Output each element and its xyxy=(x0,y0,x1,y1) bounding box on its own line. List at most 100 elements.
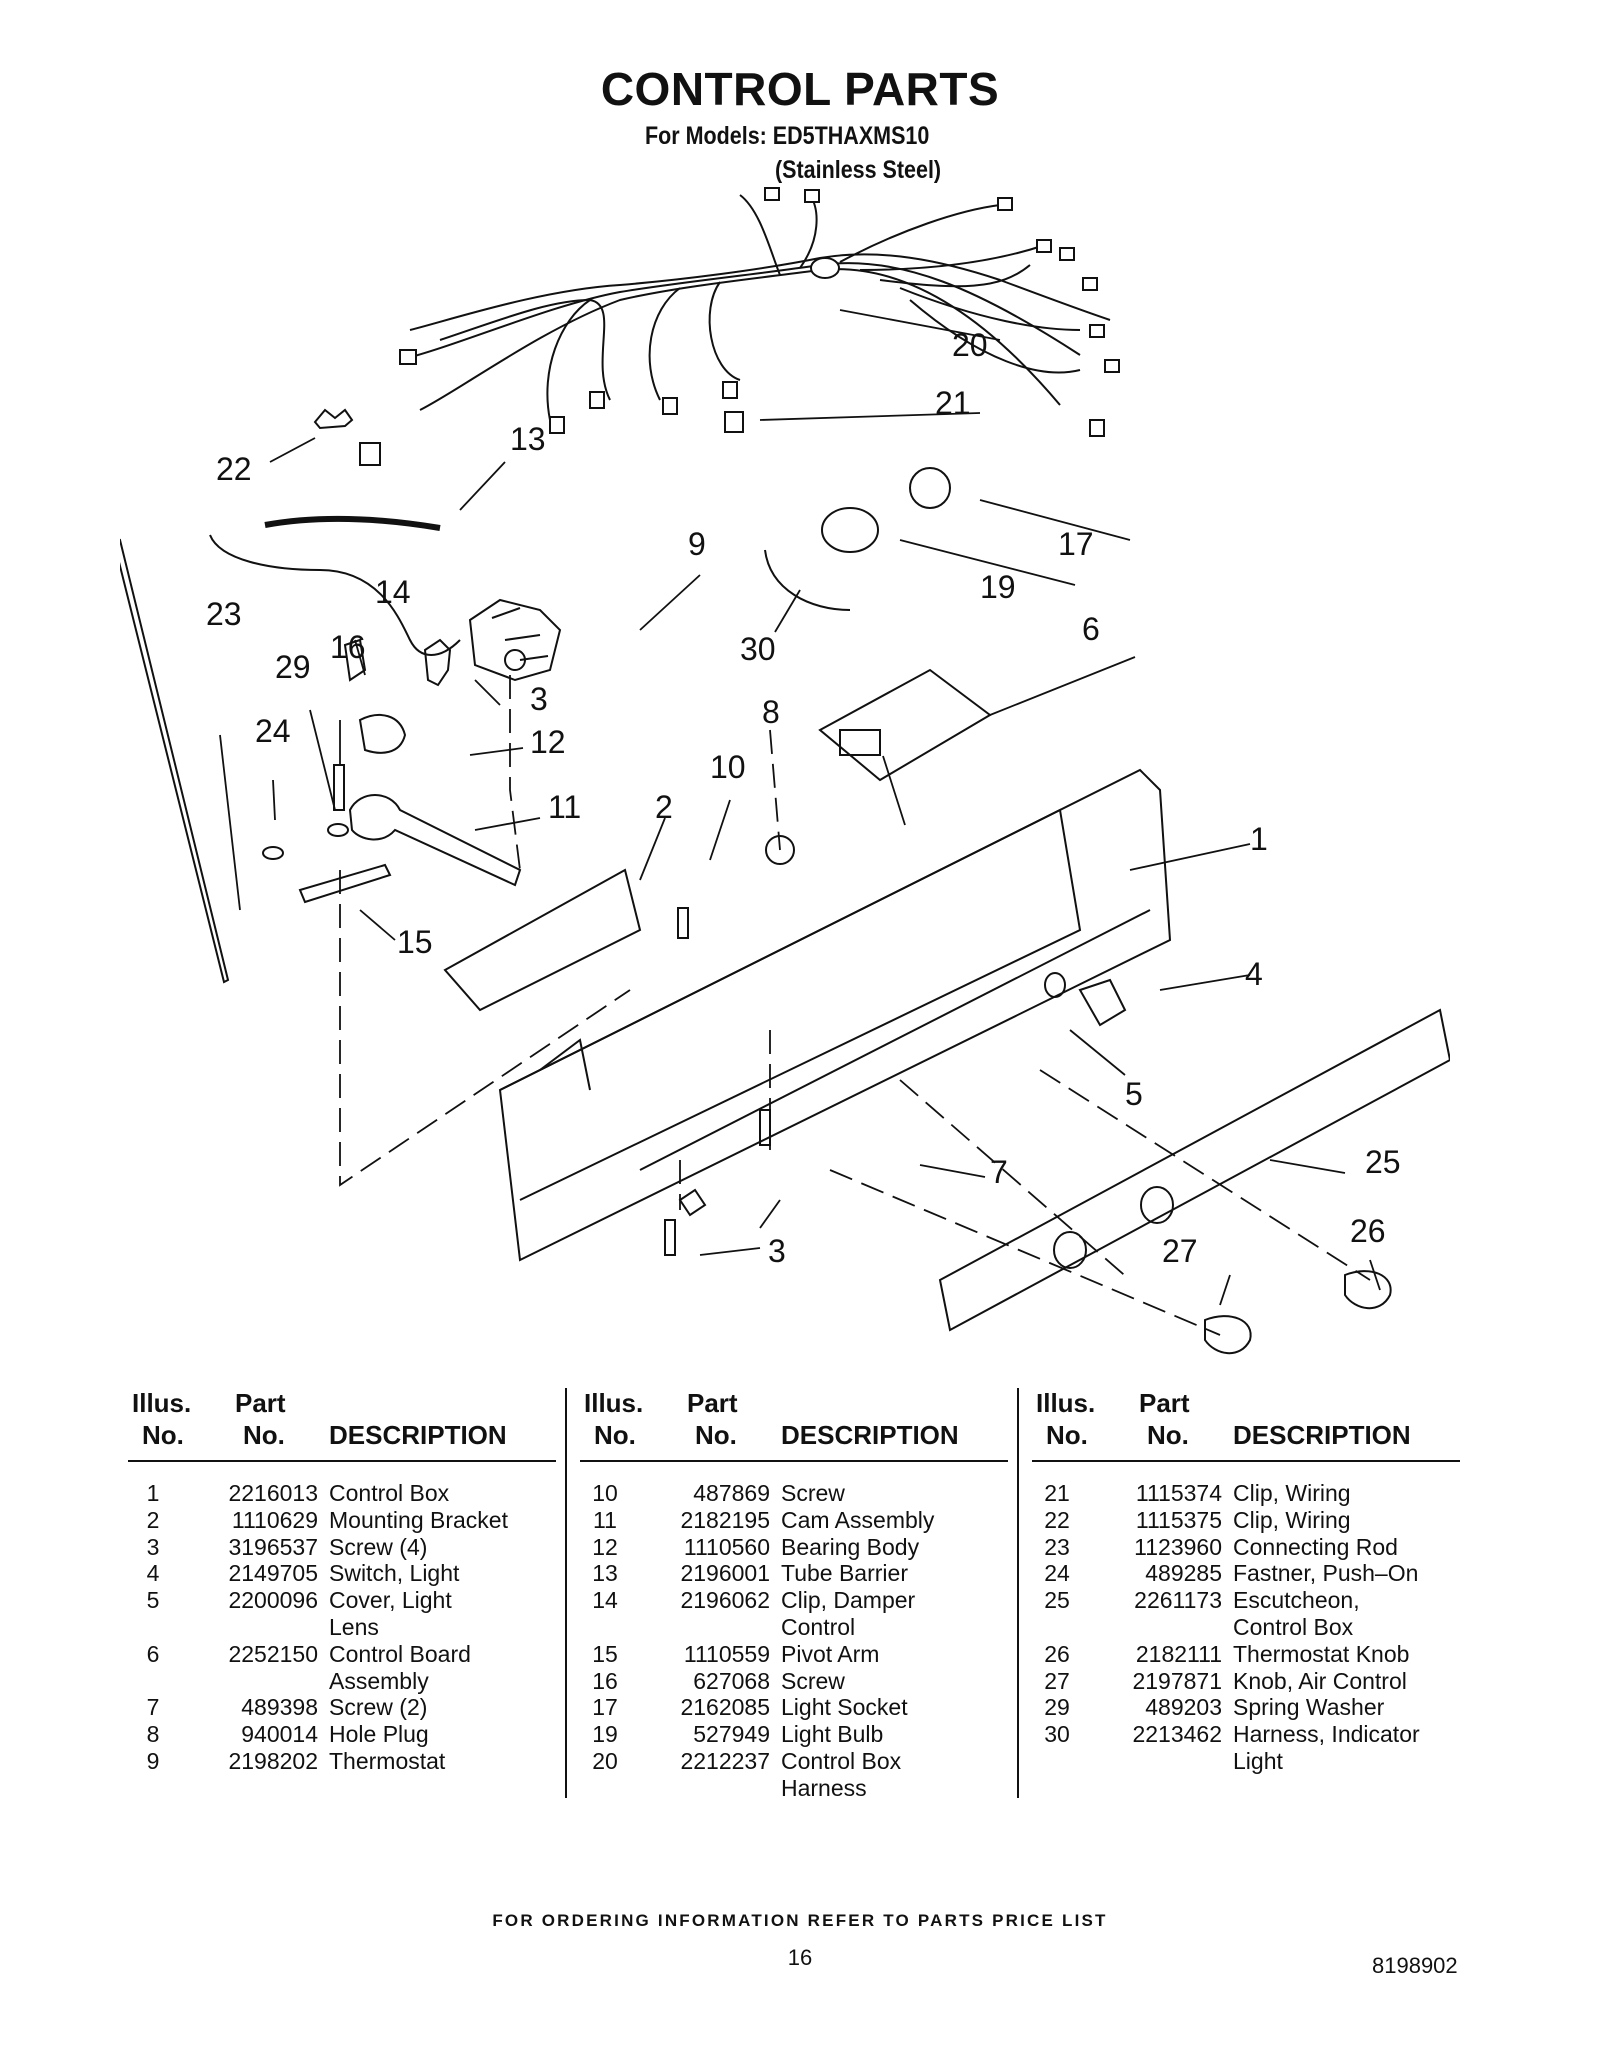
header-illus-no: No. xyxy=(1046,1420,1088,1450)
screw-16-drawing xyxy=(333,764,345,811)
part-no: 940014 xyxy=(241,1721,318,1748)
pivot-arm-drawing xyxy=(298,863,392,904)
callout-22: 22 xyxy=(216,451,252,487)
illus-no: 20 xyxy=(592,1747,618,1774)
description: Bearing Body xyxy=(781,1533,920,1560)
description: Clip, Wiring xyxy=(1233,1480,1351,1506)
illus-no: 5 xyxy=(146,1587,160,1614)
finish-line: (Stainless Steel) xyxy=(775,156,942,184)
description: Screw (4) xyxy=(329,1533,428,1560)
illus-no: 24 xyxy=(1044,1560,1070,1587)
illus-no: 7 xyxy=(146,1694,160,1721)
illus-no: 8 xyxy=(146,1721,160,1748)
header-rule xyxy=(128,1460,556,1462)
callout-24: 24 xyxy=(255,713,291,749)
part-no: 2252150 xyxy=(228,1640,318,1667)
header-rule xyxy=(580,1460,1008,1462)
illus-no: 25 xyxy=(1044,1587,1070,1614)
callout-9: 9 xyxy=(688,526,706,562)
screw-3-drawing xyxy=(678,1188,707,1217)
illus-no: 10 xyxy=(592,1480,618,1506)
control-box-drawing xyxy=(498,768,1172,1262)
illus-no: 30 xyxy=(1044,1721,1070,1748)
connecting-rod-drawing xyxy=(120,538,230,984)
description: Mounting Bracket xyxy=(329,1506,508,1533)
part-no: 2198202 xyxy=(228,1747,318,1774)
leader-lines xyxy=(219,309,1381,1306)
callout-8: 8 xyxy=(762,694,780,730)
callout-5: 5 xyxy=(1125,1076,1143,1112)
description: Pivot Arm xyxy=(781,1640,880,1667)
description: Spring Washer xyxy=(1233,1694,1385,1721)
header-description: DESCRIPTION xyxy=(1233,1420,1411,1450)
callout-6: 6 xyxy=(1082,611,1100,647)
column-divider xyxy=(565,1388,567,1798)
thermostat-knob-drawing xyxy=(1344,1270,1392,1310)
part-no: 2216013 xyxy=(228,1480,318,1506)
assembly-guide-lines xyxy=(339,675,1371,1336)
part-no: 627068 xyxy=(693,1667,770,1694)
illus-no: 16 xyxy=(592,1667,618,1694)
table-row: 30 2213462 Harness, Indicator Light xyxy=(1032,1721,1460,1775)
header-illus: Illus. xyxy=(132,1388,192,1418)
column-divider xyxy=(1017,1388,1019,1798)
part-no: 2212237 xyxy=(680,1747,770,1774)
header-part-no: No. xyxy=(1147,1420,1189,1450)
control-board-drawing xyxy=(818,668,992,782)
mounting-bracket-drawing xyxy=(443,868,642,1012)
air-control-knob-drawing xyxy=(1204,1315,1252,1355)
illus-no: 27 xyxy=(1044,1667,1070,1694)
part-no: 3196537 xyxy=(228,1533,318,1560)
callout-17: 17 xyxy=(1058,526,1094,562)
illus-no: 29 xyxy=(1044,1694,1070,1721)
header-illus-no: No. xyxy=(142,1420,184,1450)
table-row: 29 489203 Spring Washer xyxy=(1032,1694,1460,1721)
part-no: 2213462 xyxy=(1132,1721,1222,1748)
description: Screw xyxy=(781,1480,845,1506)
callout-26: 26 xyxy=(1350,1213,1386,1249)
header-illus-no: No. xyxy=(594,1420,636,1450)
illus-no: 26 xyxy=(1044,1640,1070,1667)
part-no: 489203 xyxy=(1145,1694,1222,1721)
description: Control Board Assembly xyxy=(329,1640,471,1694)
part-no: 1115374 xyxy=(1135,1480,1222,1506)
illus-no: 19 xyxy=(592,1721,618,1748)
description: Control Box xyxy=(329,1480,450,1506)
illus-no: 9 xyxy=(146,1747,160,1774)
callout-19: 19 xyxy=(980,569,1016,605)
illus-no: 15 xyxy=(592,1640,618,1667)
callout-23: 23 xyxy=(206,596,242,632)
callout-11: 11 xyxy=(548,789,581,825)
part-no: 2261173 xyxy=(1134,1587,1222,1614)
callout-4: 4 xyxy=(1245,956,1263,992)
damper-clip-drawing xyxy=(423,638,452,687)
part-no: 2196001 xyxy=(680,1560,770,1587)
part-no: 1110629 xyxy=(231,1506,318,1533)
part-no: 2149705 xyxy=(228,1560,318,1587)
page-number: 16 xyxy=(787,1945,813,1970)
illus-no: 11 xyxy=(593,1506,617,1533)
part-no: 2182195 xyxy=(680,1506,770,1533)
illus-no: 1 xyxy=(146,1480,160,1506)
callout-labels: 20 21 22 13 9 17 19 23 14 16 29 30 6 3 1… xyxy=(206,327,1401,1269)
callout-20: 20 xyxy=(952,327,988,363)
callout-3: 3 xyxy=(530,681,548,717)
description: Harness, Indicator Light xyxy=(1233,1721,1420,1774)
part-no: 2200096 xyxy=(228,1587,318,1614)
part-no: 1110559 xyxy=(683,1640,770,1667)
description: Fastner, Push–On xyxy=(1233,1560,1419,1587)
callout-7: 7 xyxy=(990,1154,1008,1190)
illus-no: 13 xyxy=(592,1560,618,1587)
tube-barrier-drawing xyxy=(264,515,441,531)
header-part-no: No. xyxy=(243,1420,285,1450)
description: Thermostat xyxy=(329,1747,446,1774)
